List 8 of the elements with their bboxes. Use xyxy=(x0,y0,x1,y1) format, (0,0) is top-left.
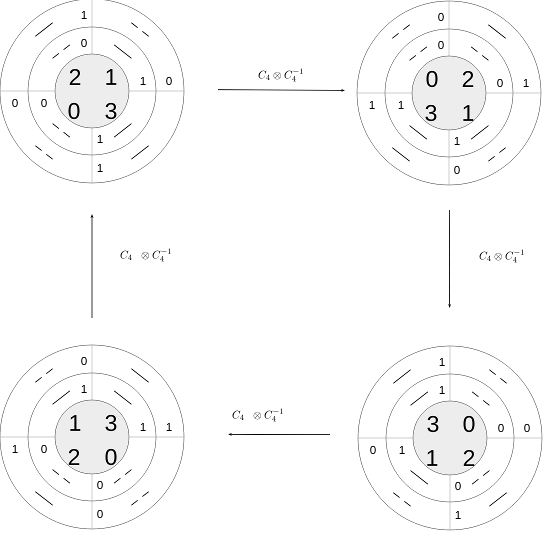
edge-label: $C_4\ \ \otimes C_4^{-1}$ xyxy=(232,408,283,422)
edge-label: $C_4\otimes C_4^{-1}$ xyxy=(258,68,303,82)
edge-label: $C_4\ \ \otimes C_4^{-1}$ xyxy=(120,248,171,262)
ring-diagram: 2 1 0 3 1 0 1 0 0 0 1 1 xyxy=(0,0,184,184)
ring-diagram: 3 0 1 2 1 1 0 0 0 1 0 1 xyxy=(358,346,542,530)
edge-label: $C_4\otimes C_4^{-1}$ xyxy=(480,249,524,262)
ring-diagram: 1 3 2 0 0 1 1 1 1 0 0 0 xyxy=(0,344,184,530)
ring-diagram: 0 2 3 1 0 0 0 1 1 1 1 0 xyxy=(356,0,542,186)
